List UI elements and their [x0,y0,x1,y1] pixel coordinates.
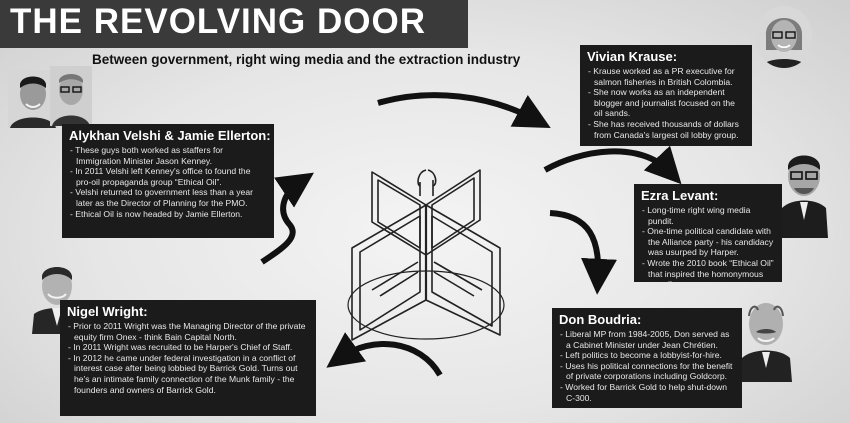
card-bullets: These guys both worked as staffers for I… [69,145,267,219]
card-bullet: She has received thousands of dollars fr… [587,119,745,140]
card-heading: Vivian Krause: [587,49,678,64]
page-title: THE REVOLVING DOOR [10,2,426,41]
curved-arrow-icon [260,172,314,265]
portrait-krause-photo [756,6,812,68]
card-bullet: She now works as an independent blogger … [587,87,745,119]
card-bullet: Long-time right wing media pundit. [641,205,775,226]
card-bullets: Krause worked as a PR executive for salm… [587,66,745,140]
card-bullet: Worked for Barrick Gold to help shut-dow… [559,382,735,403]
person-icon [780,155,828,238]
portrait-levant-photo [778,150,830,238]
person-icon [756,6,812,68]
card-bullets: Long-time right wing media pundit. One-t… [641,205,775,290]
card-bullet: Velshi returned to government less than … [69,187,267,208]
curved-arrow-icon [377,92,551,129]
card-bullet: Uses his political connections for the b… [559,361,735,382]
card-bullets: Liberal MP from 1984-2005, Don served as… [559,329,735,403]
card-bullet: Wrote the 2010 book “Ethical Oil” that i… [641,258,775,290]
revolving-door-icon [347,169,505,341]
person-icon [740,303,792,382]
card-bullet: In 2012 he came under federal investigat… [67,353,309,395]
card-bullet: Prior to 2011 Wright was the Managing Di… [67,321,309,342]
person-icon [8,70,58,128]
portrait-velshi-photo [8,70,58,128]
curved-arrow-icon [326,332,443,377]
card-wright: Nigel Wright: Prior to 2011 Wright was t… [60,300,316,416]
portrait-ellerton-photo [50,66,92,126]
card-velshi-ellerton: Alykhan Velshi & Jamie Ellerton: These g… [62,124,274,238]
card-heading: Nigel Wright: [67,304,148,319]
person-icon [50,66,92,126]
card-boudria: Don Boudria: Liberal MP from 1984-2005, … [552,308,742,408]
page-subtitle: Between government, right wing media and… [92,52,521,67]
card-heading: Alykhan Velshi & Jamie Ellerton: [69,128,271,143]
card-krause: Vivian Krause: Krause worked as a PR exe… [580,45,752,146]
card-bullet: In 2011 Wright was recruited to be Harpe… [67,342,309,353]
card-bullet: Liberal MP from 1984-2005, Don served as… [559,329,735,350]
card-heading: Ezra Levant: [641,188,719,203]
curved-arrow-icon [549,210,617,295]
card-bullet: In 2011 Velshi left Kenney's office to f… [69,166,267,187]
card-heading: Don Boudria: [559,312,642,327]
card-bullet: These guys both worked as staffers for I… [69,145,267,166]
card-bullet: One-time political candidate with the Al… [641,226,775,258]
card-bullet: Krause worked as a PR executive for salm… [587,66,745,87]
curved-arrow-icon [543,145,682,185]
portrait-boudria-photo [738,298,794,382]
card-levant: Ezra Levant: Long-time right wing media … [634,184,782,289]
title-banner: THE REVOLVING DOOR [0,0,468,48]
card-bullet: Ethical Oil is now headed by Jamie Eller… [69,209,267,220]
card-bullets: Prior to 2011 Wright was the Managing Di… [67,321,309,395]
card-bullet: Left politics to become a lobbyist-for-h… [559,350,735,361]
